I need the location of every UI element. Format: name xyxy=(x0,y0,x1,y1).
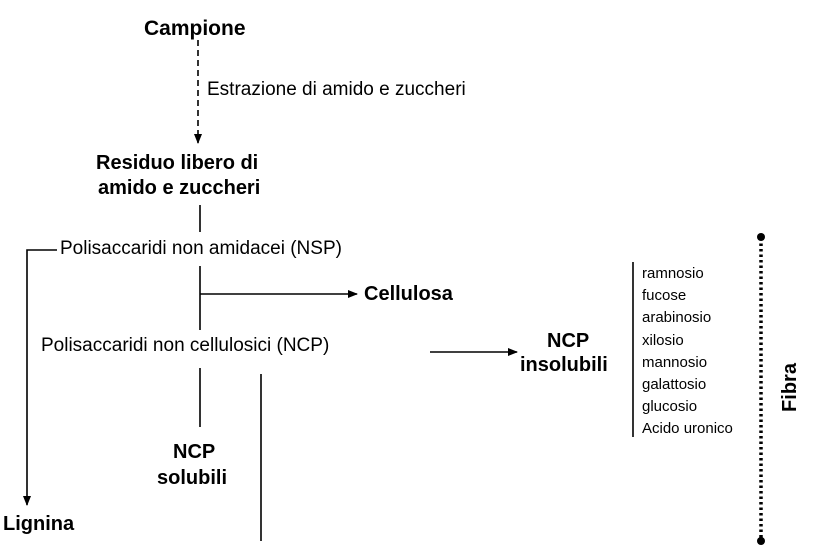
sugar-item: mannosio xyxy=(642,353,708,371)
nsp-label: Polisaccaridi non amidacei (NSP) xyxy=(60,238,342,259)
sugar-item: fucose xyxy=(642,287,687,305)
sugars-list: ramnosio fucose arabinosio xilosio manno… xyxy=(642,263,733,441)
campione-label: Campione xyxy=(144,17,246,40)
ncp-insolubili-line1: NCP xyxy=(547,330,590,352)
sugar-item: galattosio xyxy=(642,376,707,394)
fibra-dot-top xyxy=(757,233,765,241)
ncp-solubili-line2: solubili xyxy=(157,467,227,489)
residuo-label-line1: Residuo libero di xyxy=(96,152,259,174)
sugar-item: arabinosio xyxy=(642,309,712,327)
ncp-solubili-line1: NCP xyxy=(173,441,216,463)
residuo-label-line2: amido e zuccheri xyxy=(98,177,261,199)
sugar-item: Acido uronico xyxy=(642,420,733,438)
lignina-arrow xyxy=(23,249,57,506)
ncp-insolubili-line2: insolubili xyxy=(520,354,608,376)
sugar-item: glucosio xyxy=(642,398,698,416)
sugar-item: xilosio xyxy=(642,331,684,349)
lignina-label: Lignina xyxy=(3,513,75,535)
sugar-item: ramnosio xyxy=(642,265,704,282)
ncp-label: Polisaccaridi non cellulosici (NCP) xyxy=(41,335,330,356)
fibra-label: Fibra xyxy=(778,363,801,412)
estrazione-label: Estrazione di amido e zuccheri xyxy=(207,79,466,100)
cellulosa-label: Cellulosa xyxy=(364,283,453,305)
fibra-dot-bottom xyxy=(757,537,765,545)
